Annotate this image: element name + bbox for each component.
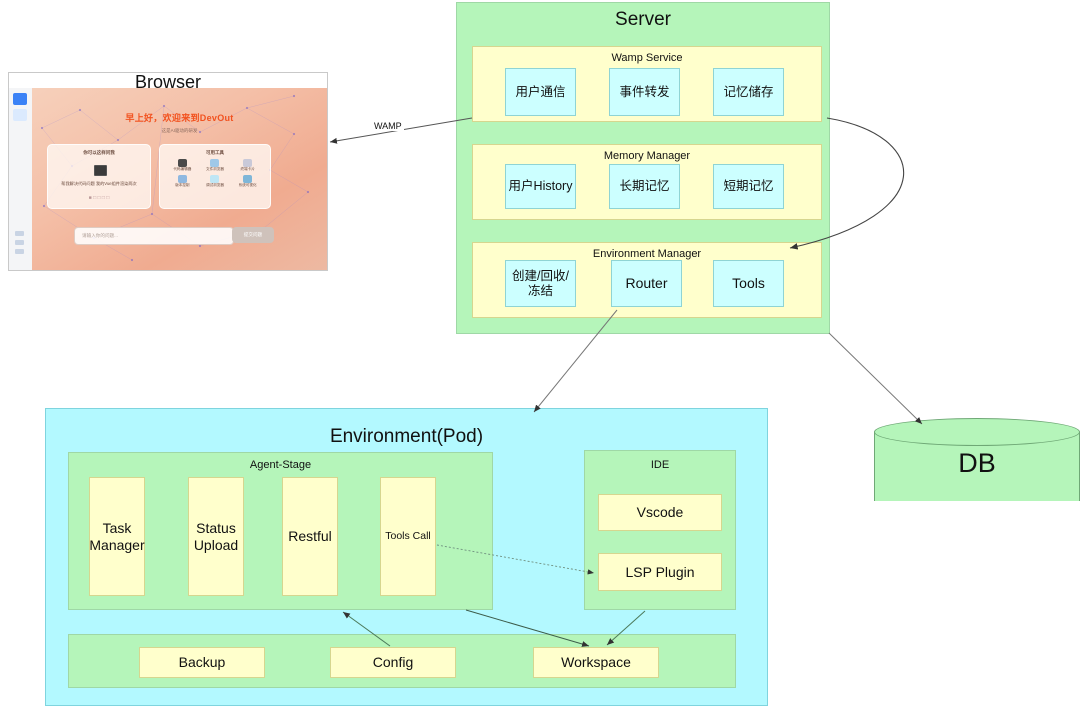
hero-title: 早上好，欢迎来到DevOut xyxy=(125,113,234,123)
node-label: 长期记忆 xyxy=(619,179,670,194)
node-config[interactable]: Config xyxy=(330,647,456,678)
suggestion-card-title: 你可以这样问我 xyxy=(83,150,115,155)
tool-item[interactable]: 终端卡片 xyxy=(231,159,264,172)
browser-title: Browser xyxy=(134,72,201,92)
tools-card[interactable]: 可用工具 代码编辑器 文件浏览器 终端卡片 xyxy=(159,144,271,209)
node-short-term-memory[interactable]: 短期记忆 xyxy=(713,164,784,209)
edge-server-to-db xyxy=(828,332,923,425)
search-input[interactable]: 请输入你的问题... xyxy=(74,227,234,245)
tool-item[interactable]: 调试浏览器 xyxy=(199,174,232,188)
system-visualization-icon xyxy=(243,174,253,183)
node-label: 记忆储存 xyxy=(723,84,774,99)
browser-sidebar-rail[interactable] xyxy=(9,88,33,270)
tool-item[interactable]: 版本控制 xyxy=(166,174,199,188)
node-vscode[interactable]: Vscode xyxy=(598,494,722,531)
tool-label: 版本控制 xyxy=(175,182,190,187)
node-long-term-memory[interactable]: 长期记忆 xyxy=(609,164,680,209)
tools-grid: 代码编辑器 文件浏览器 终端卡片 版本控制 xyxy=(166,159,264,190)
node-label: LSP Plugin xyxy=(625,563,695,580)
tool-label: 文件浏览器 xyxy=(206,167,224,171)
node-label: 事件转发 xyxy=(619,84,670,99)
node-label: Router xyxy=(625,275,668,292)
page-icon[interactable] xyxy=(13,109,27,121)
version-control-icon xyxy=(177,174,187,183)
group-agent-stage-title: Agent-Stage xyxy=(249,459,312,471)
node-label: Restful xyxy=(288,528,332,545)
node-workspace[interactable]: Workspace xyxy=(533,647,659,678)
node-label: 创建/回收/冻结 xyxy=(512,269,569,298)
group-wamp-service-title: Wamp Service xyxy=(611,52,683,64)
node-label: Tools Call xyxy=(385,530,431,543)
node-restful[interactable]: Restful xyxy=(282,477,338,596)
server-title: Server xyxy=(615,9,671,30)
browser-viewport: 早上好，欢迎来到DevOut 这是AI驱动的研发 你可以这样问我 帮我解决代码问… xyxy=(9,88,327,270)
node-task-manager[interactable]: Task Manager xyxy=(89,477,145,596)
app-icon[interactable] xyxy=(13,93,27,105)
node-event-forwarding[interactable]: 事件转发 xyxy=(609,68,680,116)
tools-card-title: 可用工具 xyxy=(206,150,224,155)
group-ide-title: IDE xyxy=(650,459,670,471)
tool-label: 代码编辑器 xyxy=(173,167,192,171)
node-label: Backup xyxy=(178,654,226,671)
node-status-upload[interactable]: Status Upload xyxy=(188,477,244,596)
carousel-dots[interactable]: ■ □ □ □ □ xyxy=(88,195,110,201)
rail-dot-icon[interactable] xyxy=(15,231,24,236)
node-user-history[interactable]: 用户History xyxy=(505,164,576,209)
terminal-icon xyxy=(243,159,253,167)
node-create-recycle-freeze[interactable]: 创建/回收/冻结 xyxy=(505,260,576,307)
node-label: Task Manager xyxy=(89,520,145,553)
node-label: 用户通信 xyxy=(515,84,566,99)
browser-page-content: 早上好，欢迎来到DevOut 这是AI驱动的研发 你可以这样问我 帮我解决代码问… xyxy=(32,88,327,270)
node-backup[interactable]: Backup xyxy=(139,647,265,678)
node-label: Status Upload xyxy=(193,520,239,553)
file-browser-icon xyxy=(210,159,220,167)
node-memory-storage[interactable]: 记忆储存 xyxy=(713,68,784,116)
rail-dot-icon[interactable] xyxy=(15,249,24,254)
tool-item[interactable]: 代码编辑器 xyxy=(166,159,199,172)
node-label: Tools xyxy=(732,275,765,292)
node-label: 短期记忆 xyxy=(723,179,774,194)
rail-dot-icon[interactable] xyxy=(15,240,24,245)
group-memory-manager-title: Memory Manager xyxy=(603,150,691,162)
tool-item[interactable]: 系统可视化 xyxy=(231,174,264,188)
db-cylinder[interactable]: DB xyxy=(874,418,1080,515)
node-user-communication[interactable]: 用户通信 xyxy=(505,68,576,116)
node-label: Config xyxy=(372,654,414,671)
tool-label: 调试浏览器 xyxy=(206,182,224,187)
db-cylinder-top xyxy=(874,418,1080,446)
group-environment-manager-title: Environment Manager xyxy=(592,248,702,260)
node-label: 用户History xyxy=(508,179,573,194)
node-router[interactable]: Router xyxy=(611,260,682,307)
node-lsp-plugin[interactable]: LSP Plugin xyxy=(598,553,722,591)
node-tools-call[interactable]: Tools Call xyxy=(380,477,436,596)
pod-title: Environment(Pod) xyxy=(329,426,484,447)
tool-item[interactable]: 文件浏览器 xyxy=(199,159,232,172)
suggestion-card-description: 帮我解决代码问题 我的Vue组件渲染两次 xyxy=(61,181,137,186)
tool-label: 终端卡片 xyxy=(240,167,255,171)
node-label: Vscode xyxy=(636,504,684,521)
thumbnail-icon xyxy=(94,165,107,176)
code-editor-icon xyxy=(177,159,187,167)
debug-browser-icon xyxy=(210,174,220,183)
search-placeholder: 请输入你的问题... xyxy=(82,233,118,238)
edge-label-wamp: WAMP xyxy=(372,121,404,131)
db-label: DB xyxy=(958,448,996,478)
tool-label: 系统可视化 xyxy=(238,182,257,187)
hero-subtitle: 这是AI驱动的研发 xyxy=(161,128,198,133)
node-tools[interactable]: Tools xyxy=(713,260,784,307)
submit-question-button[interactable]: 提交问题 xyxy=(232,227,274,243)
node-label: Workspace xyxy=(561,654,631,671)
suggestion-card[interactable]: 你可以这样问我 帮我解决代码问题 我的Vue组件渲染两次 ■ □ □ □ □ xyxy=(47,144,151,209)
